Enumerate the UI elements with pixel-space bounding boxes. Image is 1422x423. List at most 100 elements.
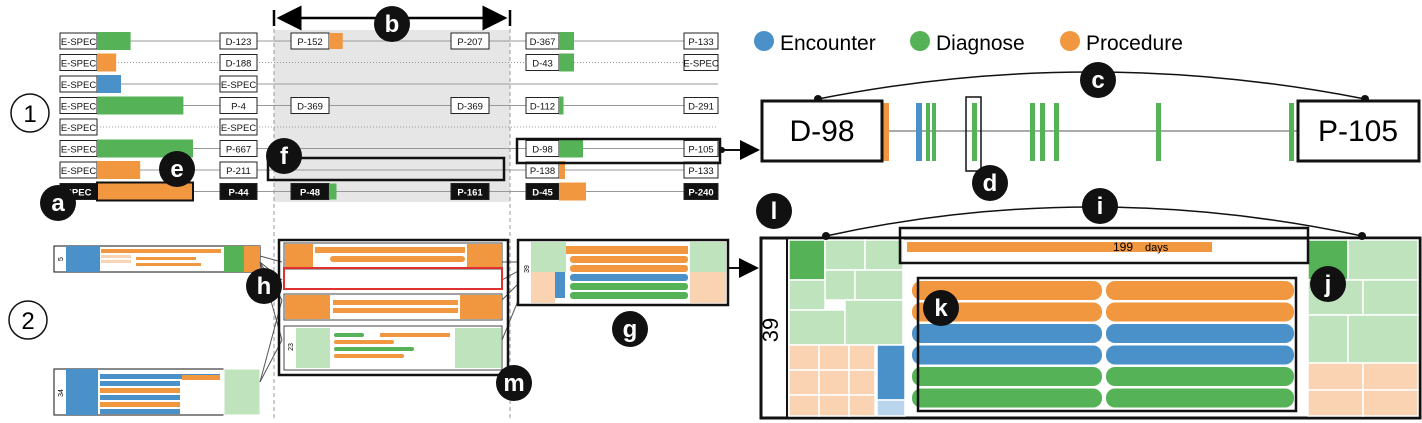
- highlight-row-f: [266, 156, 506, 182]
- marker-b: [374, 6, 410, 42]
- seq-mid-node-label: P-667: [226, 145, 251, 156]
- zoom-tile: [864, 239, 904, 271]
- seq-start-node-label: E-SPEC: [61, 145, 97, 156]
- zoom-tile: [1307, 314, 1349, 364]
- marker-e-text: e: [170, 156, 183, 183]
- marker-l-text: l: [771, 198, 778, 225]
- seq-start-node-label: E-SPEC: [61, 123, 97, 134]
- zoom-tile: [1307, 362, 1364, 391]
- seq-after-duration: [559, 96, 564, 115]
- zoom-tile: [824, 269, 856, 301]
- seq-mid-node: [219, 75, 258, 93]
- zoom-tile: [824, 239, 866, 271]
- zoom-tile: [1307, 389, 1364, 417]
- detail-encounter-mark: [916, 103, 922, 161]
- seq-mid-node-label: E-SPEC: [221, 123, 257, 134]
- marker-m-text: m: [503, 370, 524, 397]
- cluster-g-procedure: [531, 272, 555, 303]
- cluster-large-diagnose: [223, 368, 261, 416]
- cluster-small-count: 5: [58, 257, 65, 261]
- marker-f: [266, 138, 302, 174]
- legend-swatch: [910, 31, 930, 51]
- cluster-overview: 5 34: [53, 238, 759, 416]
- seq-mid-node-label: P-211: [226, 166, 251, 177]
- seq-end-node: [683, 54, 719, 71]
- legend-swatch: [1060, 31, 1080, 51]
- cluster-small-bar: [136, 263, 201, 266]
- seq-start-node-label: E-SPEC: [61, 37, 97, 48]
- duration-unit: days: [1145, 242, 1169, 254]
- marker-b-text: b: [385, 11, 400, 38]
- marker-c-text: c: [1091, 67, 1104, 94]
- cluster-g-bar: [570, 274, 688, 281]
- seq-end-node-label: P-105: [688, 145, 713, 156]
- seq-end-node-label: P-133: [688, 37, 713, 48]
- cluster-m-bar: [334, 333, 364, 337]
- zoom-tile: [788, 309, 846, 346]
- cluster-large-bar: [100, 395, 180, 400]
- cluster-small-bar: [101, 255, 131, 258]
- cluster-m-diagnose: [296, 328, 330, 368]
- seq-after-duration: [559, 139, 583, 158]
- seq-end-node: [683, 140, 719, 157]
- cluster-m-mid-procedure: [285, 295, 330, 319]
- zoom-tile: [788, 279, 826, 311]
- zoom-tile: [844, 299, 904, 346]
- marker-g: [612, 311, 648, 347]
- seq-interval-start-node-label: D-369: [297, 102, 323, 113]
- marker-k: [923, 290, 959, 326]
- seq-interval-end-node-label: P-207: [457, 37, 482, 48]
- cluster-small-procedure: [244, 246, 260, 272]
- seq-mid-node: [219, 118, 258, 136]
- cluster-small-diagnose: [224, 246, 244, 272]
- zoom-bar-left: [912, 345, 1102, 365]
- detail-focus-box: [965, 96, 982, 172]
- zoom-bar-left: [912, 388, 1102, 408]
- cluster-m-mid-bar: [333, 308, 458, 313]
- seq-mid-node: [219, 183, 258, 200]
- marker-k-text: k: [934, 295, 948, 322]
- detail-diagnose-mark: [1030, 103, 1035, 161]
- seq-start-duration: [97, 96, 184, 115]
- zoom-tile: [848, 344, 876, 371]
- cluster-m-bar: [334, 347, 414, 351]
- row-marker-one-text: 1: [23, 101, 36, 128]
- zoom-bar-right: [1106, 367, 1294, 386]
- seq-start-node-label: E-SPEC: [61, 59, 97, 70]
- seq-start-duration-outline: [96, 181, 194, 202]
- cluster-m-diagnose: [455, 328, 501, 368]
- seq-end-node: [683, 183, 719, 200]
- cluster-g-bar: [566, 246, 688, 254]
- duration-bar: [907, 242, 1212, 252]
- seq-start-duration: [97, 161, 141, 179]
- cluster-small-bar: [136, 257, 196, 260]
- zoom-tile: [818, 394, 850, 417]
- zoom-tile: [854, 269, 904, 301]
- seq-interval-start-node-label: P-152: [297, 37, 322, 48]
- zoom-tile: [788, 344, 820, 371]
- cluster-large-bar: [100, 381, 180, 386]
- duration-box: [898, 226, 1310, 265]
- seq-end-node-label: E-SPEC: [683, 59, 719, 70]
- detail-view: D-98 P-105: [760, 71, 1421, 172]
- cluster-g-bar: [570, 265, 688, 272]
- seq-interval-end-node: [450, 183, 490, 200]
- legend-swatch: [754, 31, 774, 51]
- seq-start-node-label: E-SPEC: [61, 102, 97, 113]
- marker-i: [1082, 188, 1118, 224]
- seq-mid-node-label: P-4: [231, 102, 246, 113]
- cluster-large-count: 34: [58, 389, 65, 397]
- legend-label: Encounter: [780, 32, 876, 55]
- seq-start-node-label: SPEC: [66, 188, 92, 199]
- seq-end-node-label: P-240: [688, 188, 713, 199]
- seq-after-node-label: D-43: [532, 59, 553, 70]
- zoom-bar-right: [1106, 388, 1294, 408]
- cluster-group-m: [277, 238, 510, 377]
- zoom-bars: [912, 281, 1294, 408]
- seq-interval-end-node: [450, 97, 490, 114]
- zoom-tile: [788, 369, 820, 396]
- zoom-tile: [848, 369, 876, 396]
- seq-interval-duration: [329, 33, 343, 49]
- duration-value: 199: [1113, 240, 1133, 254]
